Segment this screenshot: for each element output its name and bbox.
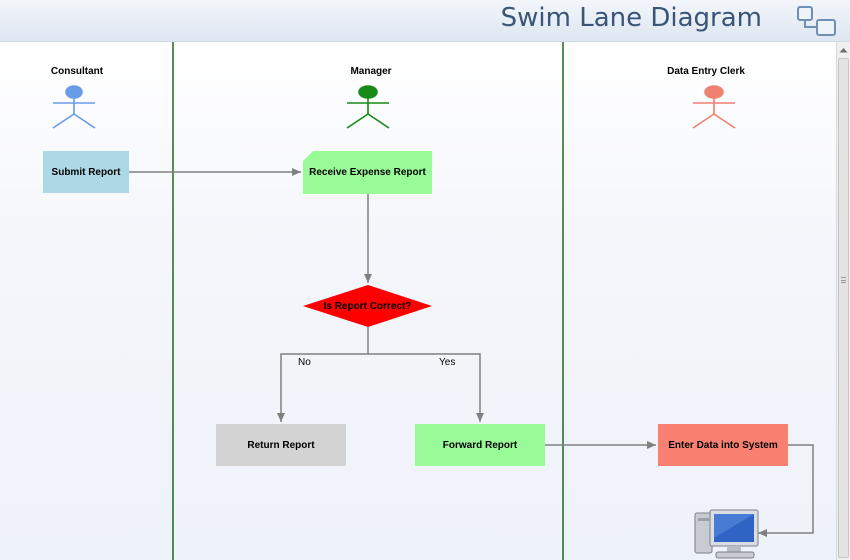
connector-enter-to-computer <box>758 444 814 537</box>
scroll-up-arrow-icon[interactable] <box>837 42 850 58</box>
submit-report-node[interactable] <box>43 151 129 193</box>
edge-label-no: No <box>298 357 311 368</box>
lane-title-data-entry-clerk: Data Entry Clerk <box>667 66 745 77</box>
connector-decision-yes <box>368 353 484 422</box>
page-title: Swim Lane Diagram <box>500 3 762 33</box>
receive-expense-report-node[interactable] <box>303 151 432 194</box>
diagram-canvas: Consultant Manager Data Entry Clerk Subm… <box>0 42 836 560</box>
enter-data-node[interactable] <box>658 424 788 466</box>
swimlane-diagram <box>43 42 814 560</box>
lane-title-manager: Manager <box>350 66 392 77</box>
edge-label-yes: Yes <box>439 357 456 368</box>
header-bar: Swim Lane Diagram <box>0 0 850 42</box>
lane-title-consultant: Consultant <box>50 66 104 77</box>
scrollbar-grip-icon <box>841 277 846 283</box>
data-entry-clerk-actor-icon <box>692 85 736 129</box>
swimlane-shapes-icon <box>797 6 836 36</box>
scrollbar-thumb[interactable] <box>838 58 849 558</box>
connector-decision-no <box>277 327 369 422</box>
computer-monitor-icon[interactable] <box>694 509 759 559</box>
forward-report-node[interactable] <box>415 424 545 466</box>
consultant-actor-icon <box>52 85 96 129</box>
return-report-node[interactable] <box>216 424 346 466</box>
is-report-correct-node[interactable] <box>303 285 432 327</box>
vertical-scrollbar[interactable] <box>836 42 850 560</box>
manager-actor-icon <box>346 85 390 129</box>
